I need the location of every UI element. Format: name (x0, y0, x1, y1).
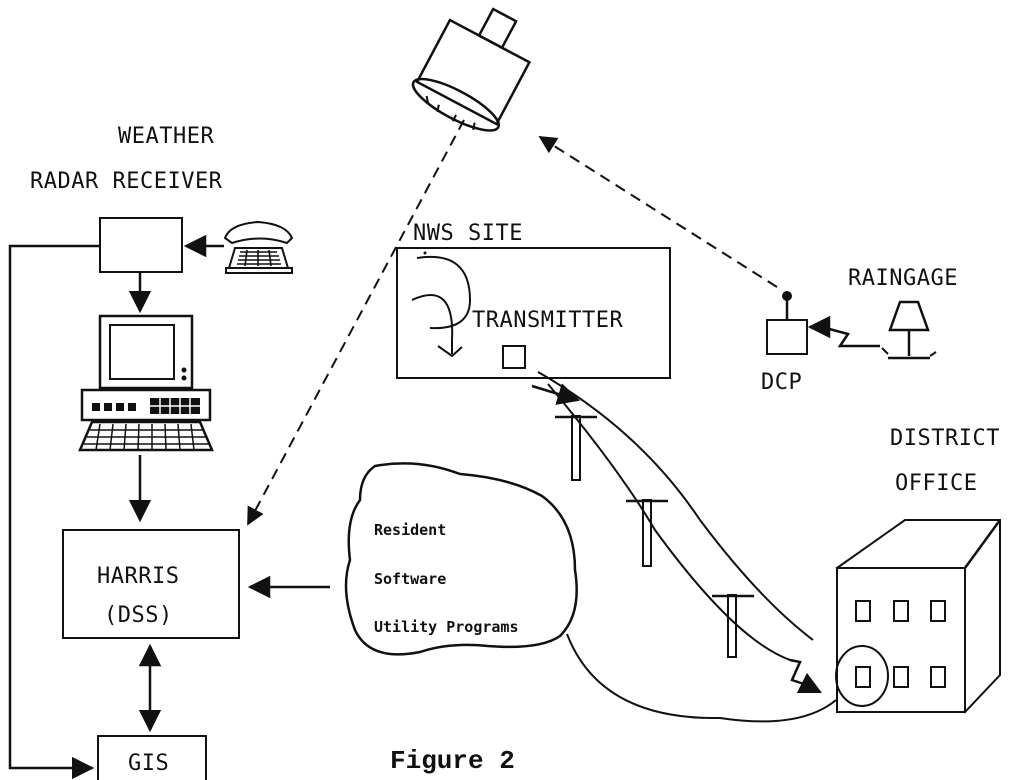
computer-icon (78, 314, 214, 452)
dss-label: (DSS) (104, 603, 173, 628)
weather-label: WEATHER (118, 124, 214, 149)
raingage-to-dcp-link (821, 325, 880, 348)
satellite-icon (411, 7, 532, 132)
figure-caption: Figure 2 (390, 746, 515, 776)
harris-dss-box (62, 529, 240, 639)
office-label: OFFICE (895, 471, 977, 496)
district-label: DISTRICT (890, 426, 1000, 451)
utility-pole-icon (555, 415, 597, 481)
transmission-line-upper (537, 371, 814, 641)
utility-pole-icon (712, 594, 754, 658)
dcp-to-satellite-dashed (538, 136, 778, 288)
dcp-label: DCP (761, 370, 802, 395)
transmitter-box (502, 345, 526, 369)
gis-label: GIS (128, 751, 169, 776)
nws-site-label: NWS SITE (413, 221, 523, 246)
radar-receiver-label: RADAR RECEIVER (30, 169, 223, 194)
person-icon (411, 251, 472, 358)
dcp-icon (766, 291, 808, 355)
raingage-icon (881, 300, 937, 360)
nws-site-box (396, 247, 671, 379)
building-icon (835, 519, 1002, 714)
harris-label: HARRIS (97, 564, 179, 589)
line-to-office-link (789, 658, 811, 688)
transmission-line-lower (547, 383, 791, 661)
utility-pole-icon (626, 499, 668, 567)
receiver-to-gis-line (8, 244, 100, 780)
cloud-software-label: Software (374, 570, 446, 588)
cloud-utility-label: Utility Programs (374, 618, 519, 636)
transmitter-label: TRANSMITTER (472, 308, 623, 333)
receiver-box (99, 217, 183, 273)
cloud-resident-label: Resident (374, 521, 446, 539)
satellite-to-harris-dashed (247, 119, 465, 526)
gis-box (97, 735, 207, 780)
cloud-to-office-line (566, 633, 837, 723)
software-cloud (344, 462, 578, 656)
telephone-icon (223, 220, 294, 274)
raingage-label: RAINGAGE (848, 266, 958, 291)
